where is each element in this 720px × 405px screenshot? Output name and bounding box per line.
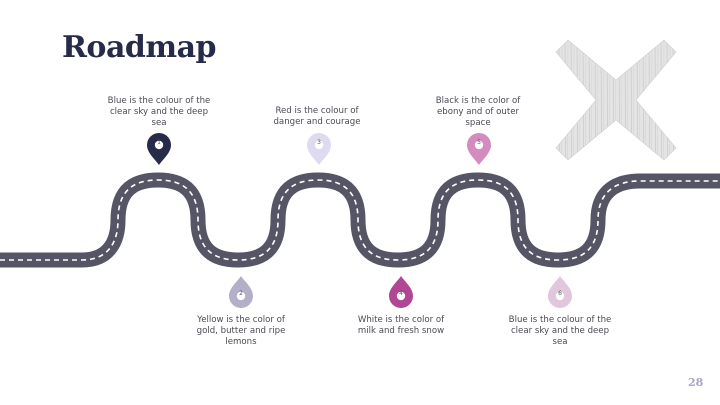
slide-title: Roadmap [62, 30, 217, 65]
map-pin-icon [229, 276, 253, 308]
milestone-3-number: 3 [317, 139, 321, 146]
milestone-5-pin[interactable]: 5 [466, 132, 492, 166]
milestone-3-pin[interactable]: 3 [306, 132, 332, 166]
milestone-2-description: Yellow is the color of gold, butter and … [196, 315, 286, 347]
page-number: 28 [688, 376, 704, 389]
milestone-3-description: Red is the colour of danger and courage [273, 106, 361, 127]
milestone-5-description: Black is the color of ebony and of outer… [435, 96, 521, 128]
milestone-4-number: 4 [399, 290, 403, 297]
map-pin-icon [147, 133, 171, 165]
map-pin-icon [548, 276, 572, 308]
milestone-1-pin[interactable]: 1 [146, 132, 172, 166]
map-pin-icon [389, 276, 413, 308]
milestone-5-number: 5 [477, 139, 481, 146]
map-pin-icon [467, 133, 491, 165]
milestone-4-pin[interactable]: 4 [388, 275, 414, 309]
milestone-2-number: 2 [239, 290, 243, 297]
wood-texture-x-icon [555, 39, 677, 161]
milestone-2-pin[interactable]: 2 [228, 275, 254, 309]
milestone-1-description: Blue is the colour of the clear sky and … [107, 96, 211, 128]
milestone-4-description: White is the color of milk and fresh sno… [357, 315, 445, 336]
milestone-6-number: 6 [558, 290, 562, 297]
map-pin-icon [307, 133, 331, 165]
milestone-1-number: 1 [157, 139, 161, 146]
road-surface [0, 172, 720, 268]
road-dashes [0, 179, 720, 261]
milestone-6-description: Blue is the colour of the clear sky and … [508, 315, 612, 347]
milestone-6-pin[interactable]: 6 [547, 275, 573, 309]
